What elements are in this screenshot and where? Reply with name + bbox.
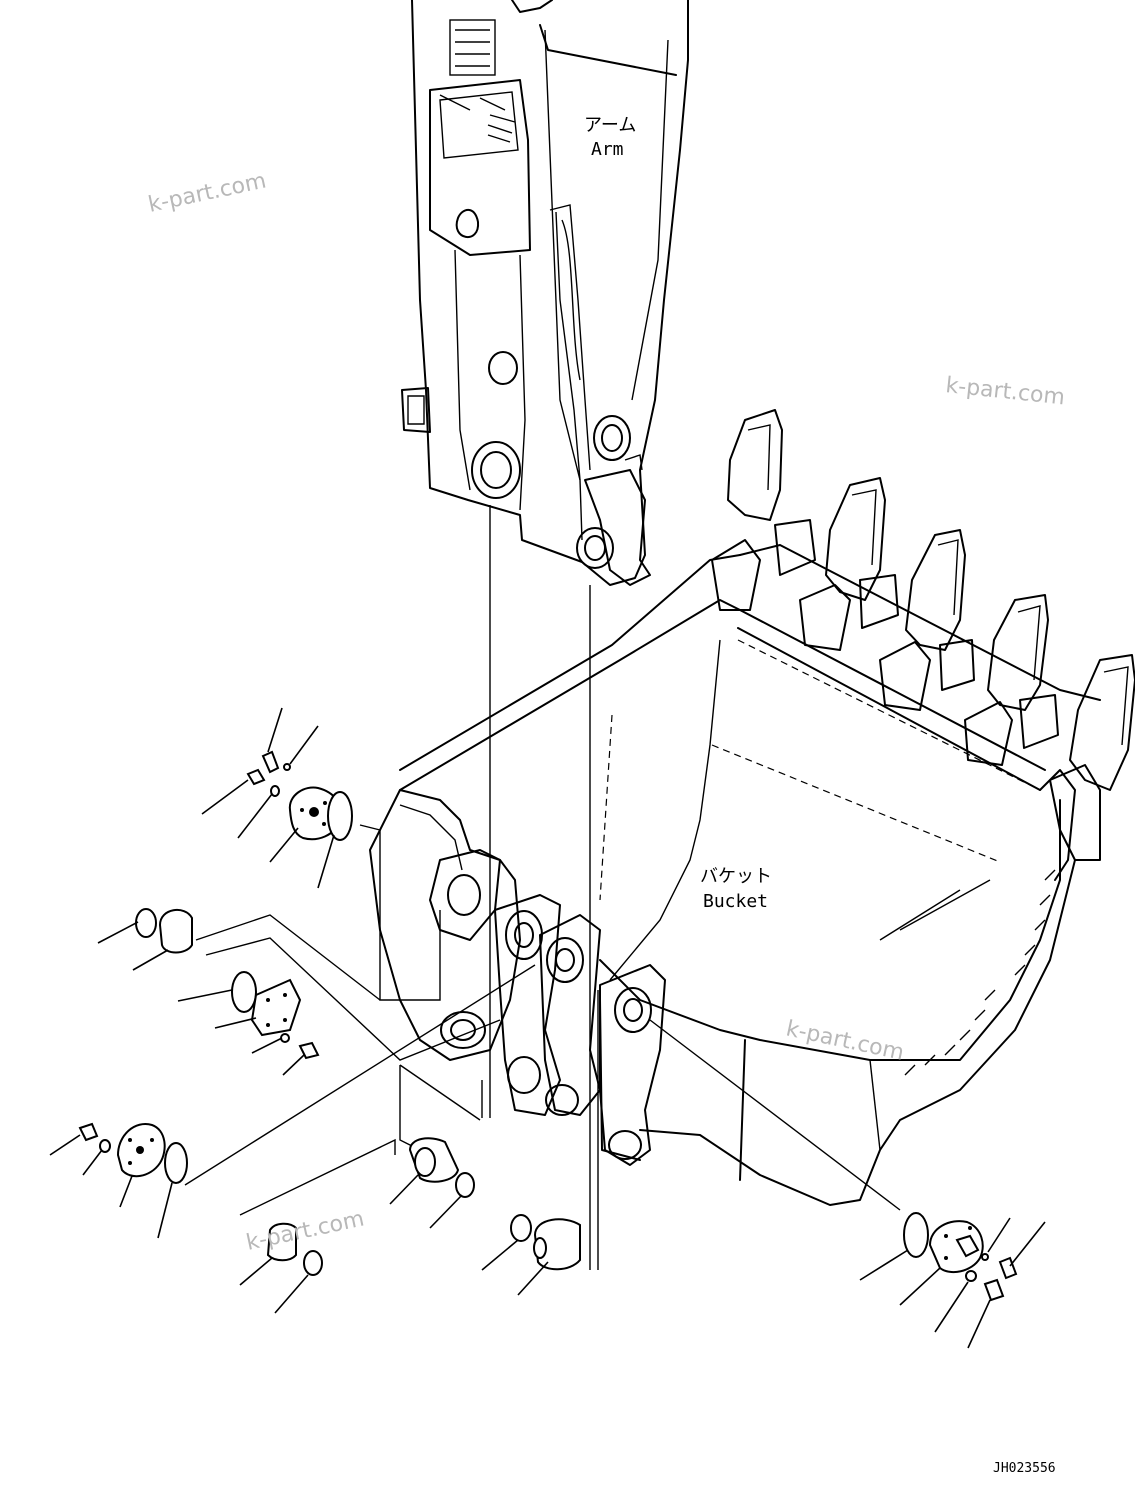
pin-cover-group-middle-left	[250, 978, 320, 1060]
watermark-4: k-part.com	[244, 1207, 366, 1256]
watermarks: k-part.com k-part.com k-part.com k-part.…	[146, 169, 1066, 1256]
bushing-right	[510, 1214, 581, 1271]
arm-label-en: Arm	[591, 139, 624, 160]
bushing-left	[135, 908, 257, 1013]
drawing-number: JH023556	[993, 1461, 1056, 1476]
arm	[401, 0, 689, 586]
pin-cover-group-lower-right	[903, 1212, 1018, 1302]
labels: アーム Arm バケット Bucket JH023556	[584, 115, 1056, 1476]
leader-lines	[49, 707, 1046, 1349]
arm-label-jp: アーム	[584, 115, 636, 136]
assembly-axis-lines	[184, 505, 901, 1270]
pin-cover-group-upper-left	[246, 750, 353, 841]
bucket-teeth	[711, 409, 1135, 861]
bucket-label-jp: バケット	[700, 866, 772, 887]
bushing-center	[266, 1137, 475, 1276]
watermark-2: k-part.com	[944, 373, 1066, 410]
watermark-1: k-part.com	[146, 169, 268, 218]
bucket-label-en: Bucket	[703, 891, 768, 912]
watermark-3: k-part.com	[784, 1016, 906, 1065]
pin-cover-group-lower-left	[78, 1122, 188, 1184]
